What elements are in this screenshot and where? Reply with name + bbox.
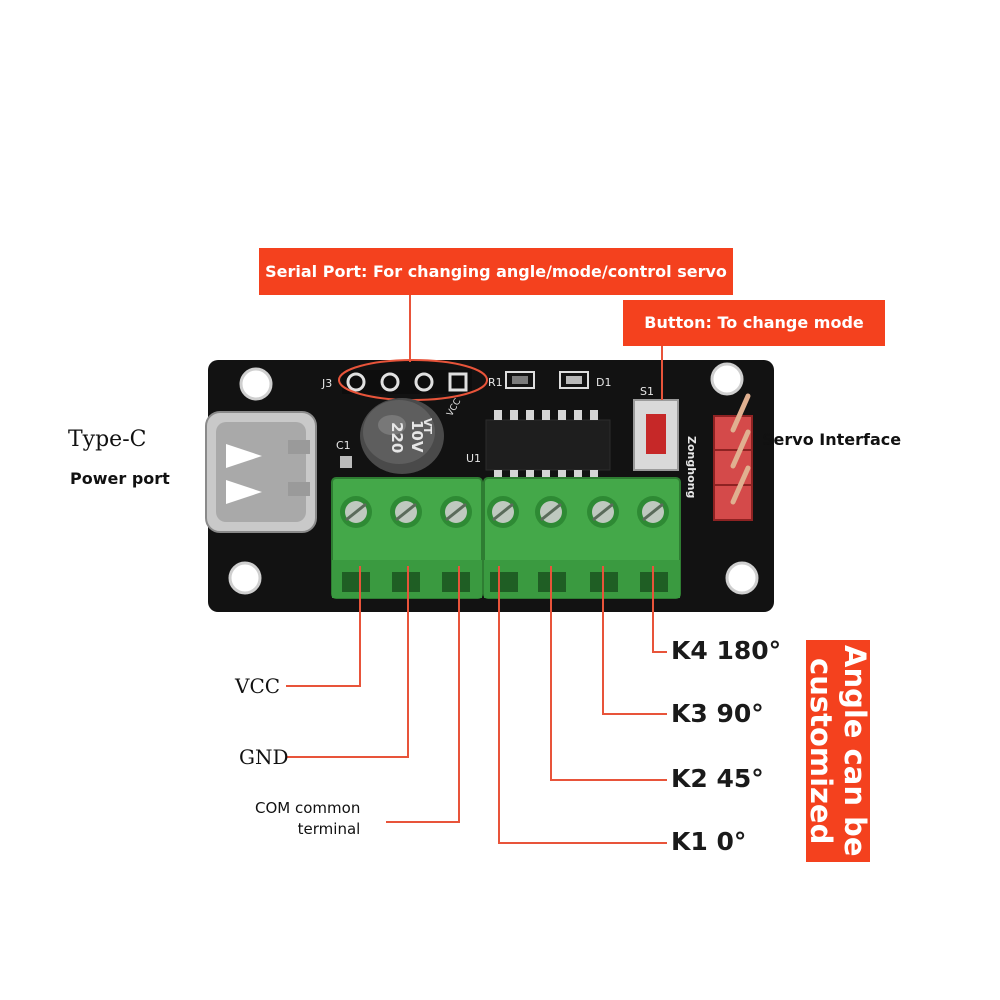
tactile-button-s1 bbox=[633, 399, 679, 471]
com-label-line1: COM common bbox=[255, 799, 361, 817]
mounting-hole bbox=[228, 362, 759, 595]
ic-chip-u1 bbox=[485, 410, 611, 480]
terminal-block-right bbox=[483, 477, 681, 599]
silk-j3: J3 bbox=[321, 377, 332, 390]
k2-label: K2 45° bbox=[671, 764, 764, 793]
silk-c1: C1 bbox=[336, 439, 351, 452]
leader-lines bbox=[286, 295, 667, 844]
capacitor-text: 220 10V VT bbox=[388, 418, 434, 453]
servo-header bbox=[713, 393, 753, 521]
silkscreen-text: J3 R1 D1 S1 C1 U1 VCC Zonghong bbox=[321, 376, 698, 498]
silk-d1: D1 bbox=[596, 376, 611, 389]
electrolytic-capacitor bbox=[360, 398, 444, 474]
servo-interface-label: Servo Interface bbox=[762, 430, 902, 449]
power-port-label: Power port bbox=[70, 469, 170, 488]
type-c-label: Type-C bbox=[68, 427, 147, 452]
serial-port-callout: Serial Port: For changing angle/mode/con… bbox=[259, 248, 733, 295]
com-label-line2: terminal bbox=[297, 820, 361, 838]
cap-mark: VT bbox=[421, 418, 434, 435]
usb-c-connector bbox=[205, 411, 317, 533]
silk-brand: Zonghong bbox=[685, 436, 698, 498]
com-label: COM common terminal bbox=[255, 798, 360, 840]
k3-label: K3 90° bbox=[671, 699, 764, 728]
gnd-label: GND bbox=[239, 745, 289, 769]
serial-header-j3 bbox=[338, 359, 488, 401]
k4-label: K4 180° bbox=[671, 636, 782, 665]
silk-r1: R1 bbox=[488, 376, 503, 389]
k1-label: K1 0° bbox=[671, 827, 747, 856]
silk-s1: S1 bbox=[640, 385, 654, 398]
smd-parts bbox=[340, 371, 589, 468]
angle-customized-callout: Angle can be customized bbox=[804, 640, 872, 862]
silk-u1: U1 bbox=[466, 452, 481, 465]
vcc-label: VCC bbox=[235, 674, 281, 698]
cap-value: 220 bbox=[388, 422, 406, 453]
cap-voltage: 10V bbox=[408, 420, 426, 453]
button-callout: Button: To change mode bbox=[623, 300, 885, 346]
